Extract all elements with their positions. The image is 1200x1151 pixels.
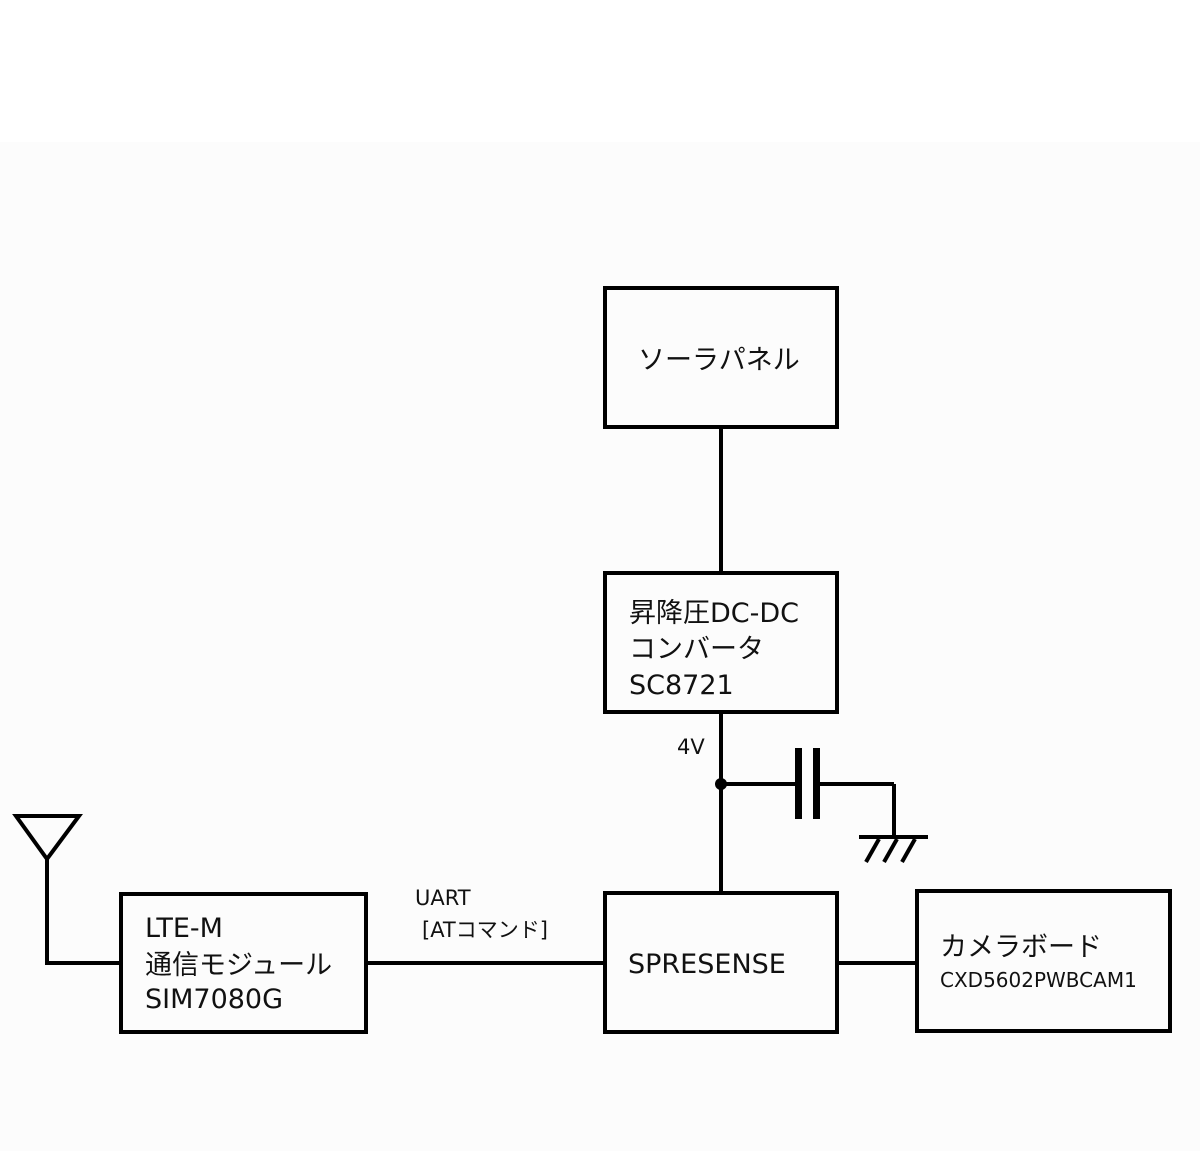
junction-node [715, 778, 727, 790]
lte-label-line3: SIM7080G [145, 984, 283, 1015]
uart-label: UART [415, 886, 471, 910]
spresense-label: SPRESENSE [628, 949, 786, 980]
background-top [0, 0, 1200, 142]
camera-label-line1: カメラボード [940, 932, 1102, 963]
voltage-label: 4V [677, 735, 705, 759]
wire-antenna-to-lte [45, 859, 121, 965]
lte-label-line1: LTE-M [145, 913, 223, 944]
ground-icon [859, 835, 928, 863]
lte-label-line2: 通信モジュール [145, 950, 332, 981]
antenna-icon [12, 814, 83, 863]
capacitor-icon [795, 748, 820, 819]
dcdc-label-line3: SC8721 [629, 670, 734, 701]
diagram-background [0, 142, 1200, 1151]
dcdc-label-line2: コンバータ [629, 634, 764, 665]
camera-label-line2: CXD5602PWBCAM1 [940, 968, 1137, 992]
solar-panel-label: ソーラパネル [638, 345, 800, 376]
dcdc-label-line1: 昇降圧DC-DC [629, 598, 799, 629]
at-command-label: [ATコマンド] [422, 918, 548, 942]
